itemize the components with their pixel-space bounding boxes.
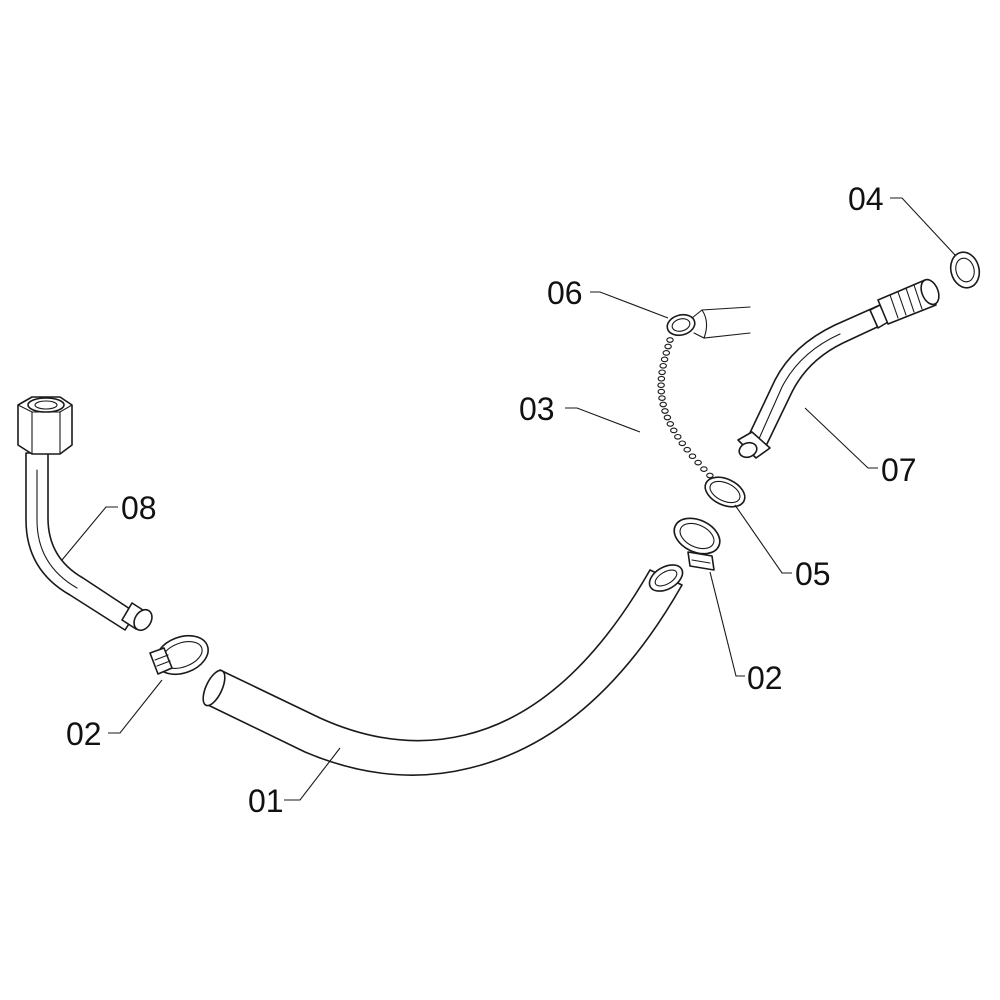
part-02-hose-clamp-right[interactable] xyxy=(668,511,725,571)
chain-link xyxy=(657,382,665,389)
callout-04: 04 xyxy=(848,181,884,217)
leader-01 xyxy=(284,747,341,801)
callout-08: 08 xyxy=(121,490,157,526)
chain-link xyxy=(658,395,666,401)
chain-link xyxy=(694,459,702,466)
leader-07 xyxy=(804,407,878,469)
leader-03 xyxy=(565,407,641,433)
part-05-ring[interactable] xyxy=(700,471,749,512)
part-07-threaded-fitting[interactable] xyxy=(737,277,942,460)
callout-01: 01 xyxy=(248,783,284,819)
chain-link xyxy=(661,408,669,414)
chain-link xyxy=(666,337,674,343)
chain-link xyxy=(658,369,666,376)
hex-nut-icon xyxy=(17,396,73,455)
callout-07: 07 xyxy=(881,452,917,488)
callout-05: 05 xyxy=(795,556,831,592)
thread-icon xyxy=(889,284,923,319)
callout-06: 06 xyxy=(547,275,583,311)
leader-08 xyxy=(61,506,118,561)
chain-link xyxy=(688,453,697,460)
chain-link xyxy=(674,433,682,440)
leader-02-right xyxy=(709,571,745,677)
chain-link xyxy=(670,427,678,434)
leader-lines xyxy=(61,197,956,801)
chain-link xyxy=(664,343,672,350)
chain-link xyxy=(663,414,672,421)
chain-link xyxy=(666,421,675,427)
chain-link xyxy=(662,350,671,356)
part-08-elbow-pipe[interactable] xyxy=(17,396,156,634)
part-04-washer[interactable] xyxy=(947,249,983,291)
leader-04 xyxy=(890,197,956,256)
leader-05 xyxy=(734,504,792,574)
part-03-chain[interactable] xyxy=(657,337,720,485)
chain-link xyxy=(683,446,691,453)
chain-link xyxy=(657,375,666,382)
callout-03: 03 xyxy=(519,391,555,427)
leader-06 xyxy=(590,291,669,319)
callout-labels: 01 02 02 03 04 05 06 07 08 xyxy=(66,181,917,819)
part-06-cap-fork[interactable] xyxy=(665,306,751,339)
part-01-hose[interactable] xyxy=(199,559,687,776)
part-02-hose-clamp-left[interactable] xyxy=(149,629,214,681)
chain-link xyxy=(659,362,667,369)
chain-link xyxy=(700,466,708,472)
chain-link xyxy=(657,388,666,395)
callout-02-right: 02 xyxy=(747,660,783,696)
chain-link xyxy=(659,401,667,408)
chain-link xyxy=(706,472,714,479)
leader-02-left xyxy=(108,679,163,734)
chain-link xyxy=(660,356,669,363)
chain-link xyxy=(678,440,687,447)
callout-02-left: 02 xyxy=(66,716,102,752)
